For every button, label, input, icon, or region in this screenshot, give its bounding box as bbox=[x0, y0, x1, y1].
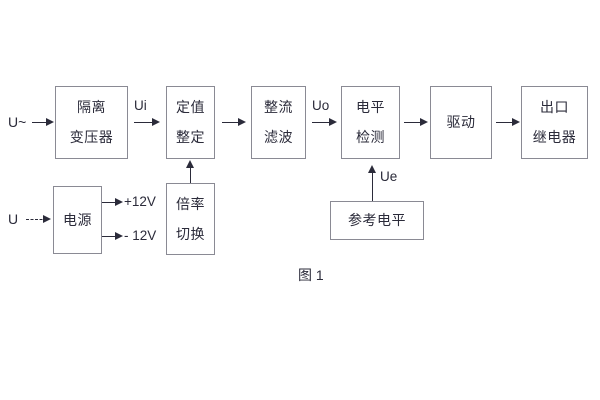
block-rectify-filter: 整流 滤波 bbox=[251, 86, 306, 159]
connector-minus12v bbox=[102, 236, 119, 237]
block-output-relay-line1: 出口 bbox=[540, 99, 569, 116]
connector-input-dc bbox=[26, 219, 47, 220]
block-multiplier-switch-line2: 切换 bbox=[176, 225, 205, 242]
block-isolation-transformer: 隔离 变压器 bbox=[55, 86, 128, 159]
block-drive: 驱动 bbox=[430, 86, 492, 159]
arrowhead-input-ac-icon bbox=[46, 117, 54, 126]
block-reference-level-line1: 参考电平 bbox=[348, 212, 406, 229]
block-level-detect-line2: 检测 bbox=[356, 129, 385, 145]
block-isolation-transformer-line1: 隔离 bbox=[77, 99, 106, 116]
arrowhead-input-dc-icon bbox=[43, 214, 51, 223]
arrowhead-transformer-to-setting-icon bbox=[152, 117, 160, 126]
block-power-supply-line1: 电源 bbox=[63, 211, 92, 228]
block-drive-line1: 驱动 bbox=[446, 114, 476, 131]
input-dc-label: U bbox=[8, 211, 19, 227]
block-level-detect-line1: 电平 bbox=[356, 99, 385, 116]
connector-transformer-to-setting bbox=[134, 122, 156, 123]
signal-ue-label: Ue bbox=[380, 169, 398, 184]
block-output-relay: 出口 继电器 bbox=[521, 86, 588, 159]
block-isolation-transformer-line2: 变压器 bbox=[69, 129, 114, 145]
connector-level-to-drive bbox=[404, 122, 425, 123]
arrowhead-minus12v-icon bbox=[115, 231, 123, 240]
block-power-supply: 电源 bbox=[53, 186, 102, 254]
connector-input-ac bbox=[32, 122, 52, 123]
connector-plus12v bbox=[102, 202, 119, 203]
arrowhead-plus12v-icon bbox=[115, 197, 123, 206]
block-multiplier-switch: 倍率 切换 bbox=[166, 183, 215, 255]
block-rectify-filter-line1: 整流 bbox=[264, 99, 293, 116]
figure-caption: 图 1 bbox=[298, 267, 324, 283]
signal-ui-label: Ui bbox=[134, 98, 147, 113]
connector-drive-to-relay bbox=[496, 122, 517, 123]
arrowhead-drive-to-relay-icon bbox=[512, 117, 520, 126]
signal-uo-label: Uo bbox=[312, 98, 330, 113]
arrowhead-level-to-drive-icon bbox=[420, 117, 428, 126]
rail-minus12v-label: - 12V bbox=[124, 228, 157, 243]
connector-reference-to-level bbox=[372, 172, 373, 201]
input-ac-label: U~ bbox=[8, 114, 27, 130]
connector-multiplier-to-setting bbox=[190, 167, 191, 183]
rail-plus12v-label: +12V bbox=[124, 194, 156, 209]
block-rectify-filter-line2: 滤波 bbox=[264, 129, 293, 145]
connector-setting-to-rectify bbox=[222, 122, 242, 123]
block-output-relay-line2: 继电器 bbox=[532, 129, 577, 145]
block-reference-level: 参考电平 bbox=[330, 201, 424, 240]
block-setting-value-line2: 整定 bbox=[176, 129, 205, 145]
block-level-detect: 电平 检测 bbox=[341, 86, 400, 159]
block-multiplier-switch-line1: 倍率 bbox=[176, 195, 205, 212]
connector-rectify-to-level bbox=[312, 122, 333, 123]
block-setting-value-line1: 定值 bbox=[176, 99, 205, 116]
arrowhead-reference-to-level-icon bbox=[368, 165, 376, 173]
arrowhead-setting-to-rectify-icon bbox=[238, 117, 246, 126]
arrowhead-rectify-to-level-icon bbox=[329, 117, 337, 126]
block-setting-value: 定值 整定 bbox=[166, 86, 215, 159]
arrowhead-multiplier-to-setting-icon bbox=[186, 160, 194, 168]
